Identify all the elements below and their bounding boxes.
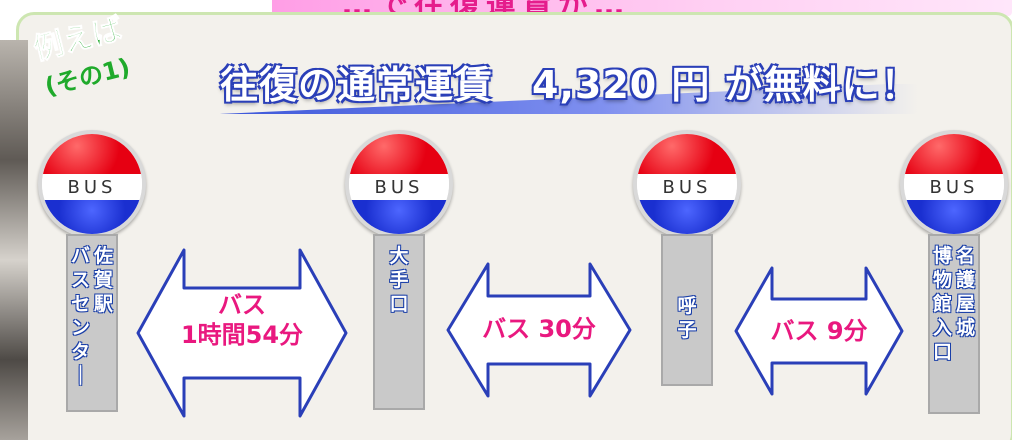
- bus-stop-sign-icon: BUS: [900, 130, 1008, 238]
- stop-name-char: セ: [70, 293, 90, 315]
- stop-name-char: 佐: [94, 245, 114, 267]
- travel-time-segment-3: バス 9分: [734, 266, 904, 396]
- stop-name-char: 屋: [956, 293, 976, 315]
- stop-name-column: 佐賀駅: [94, 244, 113, 410]
- double-arrow-icon: [734, 266, 904, 396]
- double-arrow-icon: [446, 262, 632, 398]
- stop-name-column: 名護屋城: [956, 244, 975, 412]
- bus-stop-sign-icon: BUS: [633, 130, 741, 238]
- stop-name-char: 賀: [94, 269, 114, 291]
- travel-time-segment-1: バス 1時間54分: [136, 248, 348, 418]
- stop-name-column: 大手口: [389, 244, 408, 408]
- stop-name-char: 駅: [94, 293, 114, 315]
- bus-stop-saga: BUS 佐賀駅 バスセンタ｜: [30, 130, 154, 412]
- bus-sign-label: BUS: [662, 177, 712, 198]
- stop-name-char: 名: [956, 245, 976, 267]
- stop-name-char: ｜: [70, 365, 90, 387]
- bus-sign-label: BUS: [374, 177, 424, 198]
- segment-line1: バス: [218, 291, 266, 319]
- segment-line2: 1時間54分: [180, 321, 304, 349]
- double-arrow-icon: [136, 248, 348, 418]
- stop-name-char: バ: [70, 245, 90, 267]
- stop-name-char: 大: [389, 245, 409, 267]
- headline: 往復の通常運賃 4,320 円 が無料に！: [210, 50, 980, 116]
- stop-name-char: 博: [932, 245, 952, 267]
- stop-pole: 大手口: [373, 234, 425, 410]
- bus-sign-label: BUS: [929, 177, 979, 198]
- stop-name-char: 城: [956, 317, 976, 339]
- stop-name-char: ス: [70, 269, 90, 291]
- stop-name-char: 口: [932, 341, 952, 363]
- bus-stop-sign-icon: BUS: [345, 130, 453, 238]
- stop-pole: 呼子: [661, 234, 713, 386]
- segment-line1: バス 30分: [482, 315, 596, 343]
- stop-name-char: ン: [70, 317, 90, 339]
- headline-text: 往復の通常運賃 4,320 円 が無料に！: [220, 63, 920, 107]
- travel-time-segment-2: バス 30分: [446, 262, 632, 398]
- stop-name-char: タ: [70, 341, 90, 363]
- stop-name-char: 口: [389, 293, 409, 315]
- stop-name-char: 子: [677, 319, 697, 341]
- bus-stop-sign-icon: BUS: [38, 130, 146, 238]
- stop-name-char: 館: [932, 293, 952, 315]
- stop-pole: 佐賀駅 バスセンタ｜: [66, 234, 118, 412]
- segment-line1: バス 9分: [770, 317, 868, 345]
- bus-sign-label: BUS: [67, 177, 117, 198]
- stop-name-column: バスセンタ｜: [71, 244, 90, 410]
- stop-name-column: 呼子: [677, 244, 696, 384]
- stop-name-char: 手: [389, 269, 409, 291]
- bus-stop-otedeguchi: BUS 大手口: [337, 130, 461, 410]
- bus-stop-nagoya-castle: BUS 名護屋城 博物館入口: [892, 130, 1012, 414]
- stop-pole: 名護屋城 博物館入口: [928, 234, 980, 414]
- stop-name-char: 呼: [677, 295, 697, 317]
- stop-name-char: 物: [932, 269, 952, 291]
- bus-stop-yobuko: BUS 呼子: [625, 130, 749, 386]
- stop-name-char: 護: [956, 269, 976, 291]
- left-photo-strip: [0, 40, 28, 440]
- stop-name-char: 入: [932, 317, 952, 339]
- stop-name-column: 博物館入口: [933, 244, 952, 412]
